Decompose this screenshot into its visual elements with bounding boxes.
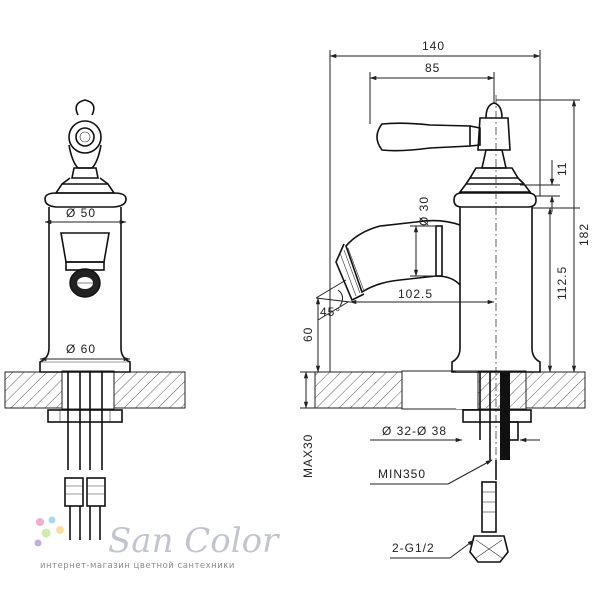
- dim-height-total: 182: [577, 223, 591, 246]
- dim-spout-diameter: Ø 30: [417, 196, 431, 226]
- dim-body-bottom-diameter: Ø 60: [66, 342, 96, 356]
- logo-dot-2: [48, 516, 56, 524]
- handle-knob-front: [75, 99, 95, 116]
- dim-spout-height: 112.5: [555, 266, 569, 300]
- handle-lever-side: [376, 122, 471, 152]
- dim-hole-diameter: Ø 32-Ø 38: [382, 424, 447, 438]
- faucet-body-front: [39, 207, 131, 373]
- dim-max-thickness: MAX30: [301, 434, 315, 478]
- logo-brand: San Color: [108, 521, 280, 561]
- logo-dot-4: [56, 526, 64, 534]
- dim-hose-min: MIN350: [378, 467, 426, 481]
- dim-spout-reach: 102.5: [398, 287, 433, 301]
- counter-opening-left: [61, 370, 115, 410]
- logo-dot-3: [41, 528, 51, 538]
- logo-dot-5: [34, 539, 42, 547]
- logo-tagline: интернет-магазин цветной сантехники: [40, 561, 235, 571]
- dim-angle: 45°: [320, 305, 341, 319]
- dim-body-top-diameter: Ø 50: [66, 206, 96, 220]
- dim-handle-reach: 85: [425, 61, 440, 75]
- logo-watermark: San Color интернет-магазин цветной санте…: [34, 516, 280, 571]
- dim-width-total: 140: [422, 39, 445, 53]
- front-view: Ø 50 Ø 60: [4, 99, 186, 540]
- dim-handle-gap: 11: [555, 162, 569, 176]
- spout-side: [345, 219, 461, 294]
- side-view: 140 85 182 11 112.5 Ø 30 102.5 45°: [300, 39, 591, 563]
- logo-dot-1: [36, 518, 44, 526]
- dim-thread: 2-G1/2: [392, 541, 435, 555]
- dim-base-height: 60: [301, 327, 315, 342]
